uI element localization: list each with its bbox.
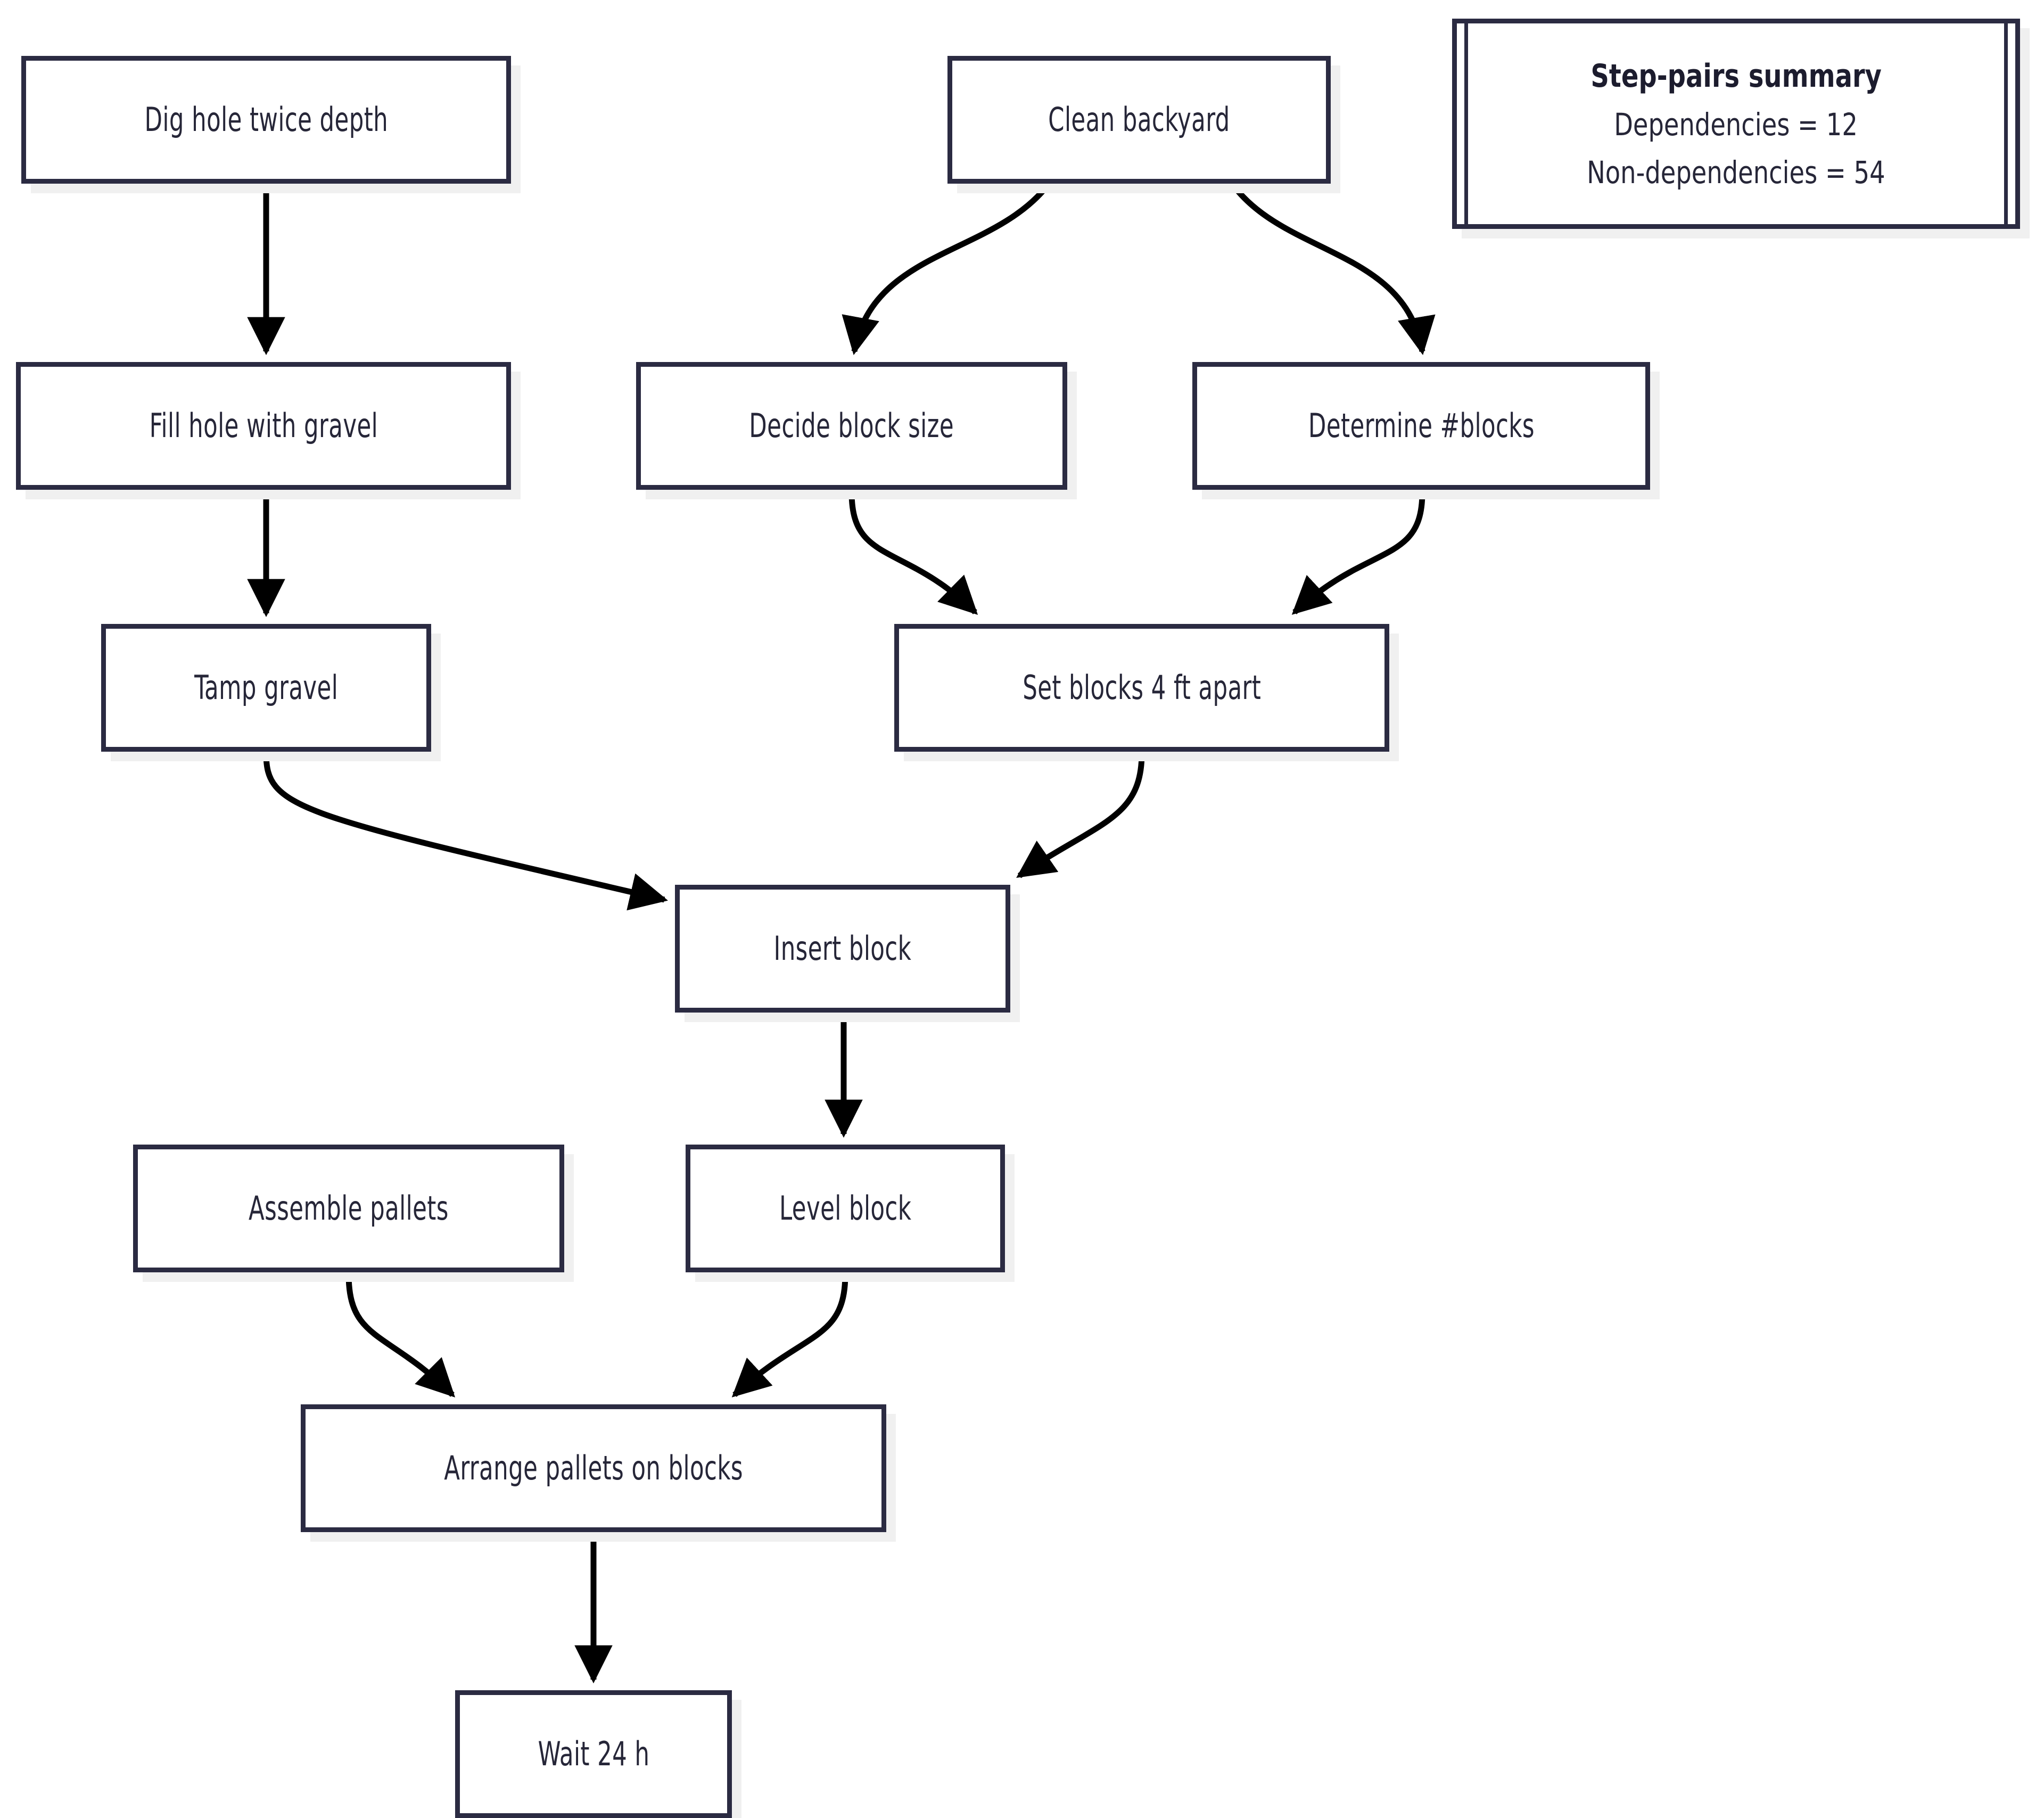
node-tamp-gravel[interactable]: Tamp gravel xyxy=(101,624,431,752)
node-decide-block-size[interactable]: Decide block size xyxy=(636,362,1067,490)
node-level-block[interactable]: Level block xyxy=(686,1145,1005,1272)
summary-title: Step-pairs summary xyxy=(1590,57,1882,95)
node-wait-24-h[interactable]: Wait 24 h xyxy=(455,1690,732,1818)
node-determine-num-blocks[interactable]: Determine #blocks xyxy=(1192,362,1650,490)
step-pairs-summary-box: Step-pairs summary Dependencies = 12 Non… xyxy=(1452,19,2020,229)
node-label: Arrange pallets on blocks xyxy=(444,1449,743,1487)
node-label: Tamp gravel xyxy=(194,668,339,707)
edge-clean-to-decide xyxy=(842,185,1049,356)
edge-setblocks-to-insert xyxy=(1016,753,1145,878)
node-set-blocks-4-ft-apart[interactable]: Set blocks 4 ft apart xyxy=(894,624,1389,752)
node-label: Assemble pallets xyxy=(249,1189,449,1228)
edge-tamp-to-insert xyxy=(263,753,668,911)
node-label: Insert block xyxy=(773,929,912,968)
node-label: Fill hole with gravel xyxy=(149,406,378,445)
node-insert-block[interactable]: Insert block xyxy=(675,885,1010,1013)
node-label: Wait 24 h xyxy=(538,1734,649,1773)
edge-determine-to-setblocks xyxy=(1291,492,1425,615)
node-label: Level block xyxy=(779,1189,912,1228)
node-fill-hole-with-gravel[interactable]: Fill hole with gravel xyxy=(16,362,511,490)
edge-assemble-to-arrange xyxy=(345,1273,456,1398)
node-dig-hole-twice-depth[interactable]: Dig hole twice depth xyxy=(21,56,511,184)
node-assemble-pallets[interactable]: Assemble pallets xyxy=(133,1145,564,1272)
edge-level-to-arrange xyxy=(731,1273,848,1397)
summary-non-dependencies: Non-dependencies = 54 xyxy=(1587,154,1885,191)
edge-decide-to-setblocks xyxy=(848,492,978,615)
node-arrange-pallets-on-blocks[interactable]: Arrange pallets on blocks xyxy=(301,1404,886,1532)
summary-inner-rule xyxy=(1464,23,2008,224)
node-label: Clean backyard xyxy=(1048,100,1230,139)
node-clean-backyard[interactable]: Clean backyard xyxy=(947,56,1331,184)
node-label: Decide block size xyxy=(749,406,954,445)
node-label: Determine #blocks xyxy=(1308,406,1535,445)
node-label: Dig hole twice depth xyxy=(144,100,388,139)
edge-clean-to-determine xyxy=(1232,185,1436,356)
node-label: Set blocks 4 ft apart xyxy=(1022,668,1262,707)
summary-dependencies: Dependencies = 12 xyxy=(1614,106,1858,143)
